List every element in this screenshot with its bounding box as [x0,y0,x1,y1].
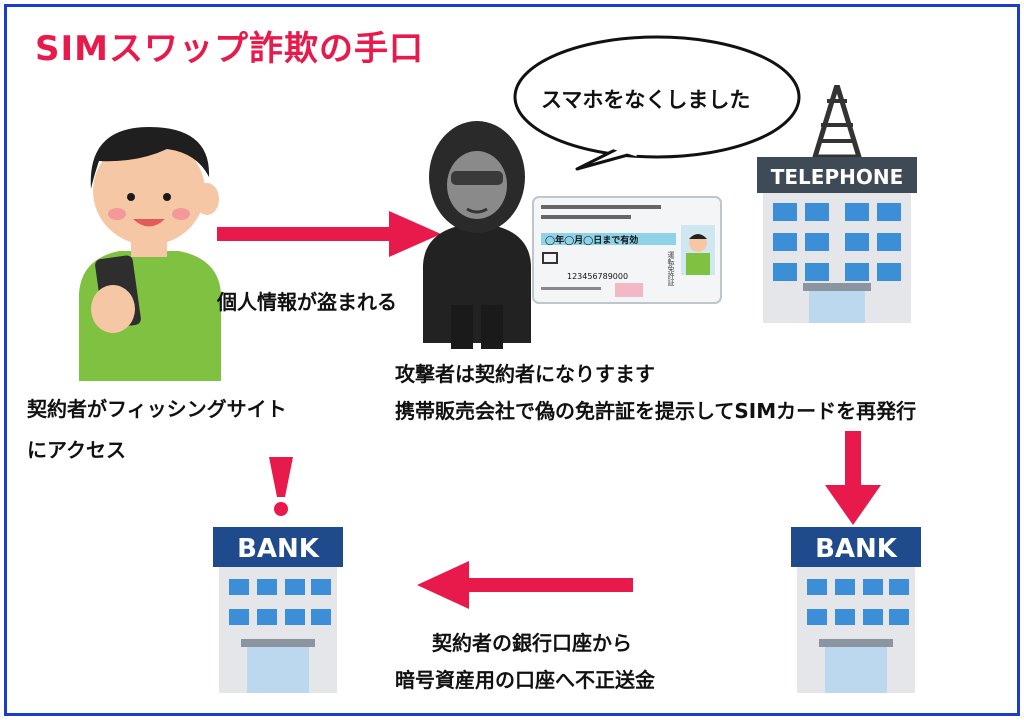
arrow-left [417,561,633,609]
fake-license: ◯年◯月◯日まで有効 123456789000 運転免許証 [532,196,722,304]
arrow-label: 個人情報が盗まれる [217,290,397,314]
attacker-illustration [423,121,531,349]
victim-bank-sign: BANK [237,534,320,564]
telephone-building: TELEPHONE [757,85,917,323]
diagram-frame: SIMスワップ詐欺の手口 スマホをなくしました 個人情報が盗まれる [4,4,1020,716]
victim-illustration [79,127,221,381]
license-header: ◯年◯月◯日まで有効 [545,234,638,246]
page-title: SIMスワップ詐欺の手口 [35,29,424,69]
attacker-caption-line2: 携帯販売会社で偽の免許証を提示してSIMカードを再発行 [395,399,917,423]
attacker-bank-sign: BANK [815,534,898,564]
victim-bank: BANK [213,527,343,693]
speech-bubble [513,35,801,171]
victim-caption-line1: 契約者がフィッシングサイト [27,397,287,421]
arrow-right [217,211,441,257]
license-side-label: 運転免許証 [667,250,675,287]
transfer-caption-line2: 暗号資産用の口座へ不正送金 [395,668,655,692]
arrow-down [825,431,881,525]
alert-icon [269,457,293,516]
license-number: 123456789000 [567,272,628,281]
telephone-sign: TELEPHONE [771,165,904,189]
attacker-bank: BANK [791,527,921,693]
victim-caption-line2: にアクセス [27,438,126,462]
speech-text: スマホをなくしました [541,88,751,112]
transfer-caption-line1: 契約者の銀行口座から [432,631,632,655]
attacker-caption-line1: 攻撃者は契約者になりすます [395,362,655,386]
